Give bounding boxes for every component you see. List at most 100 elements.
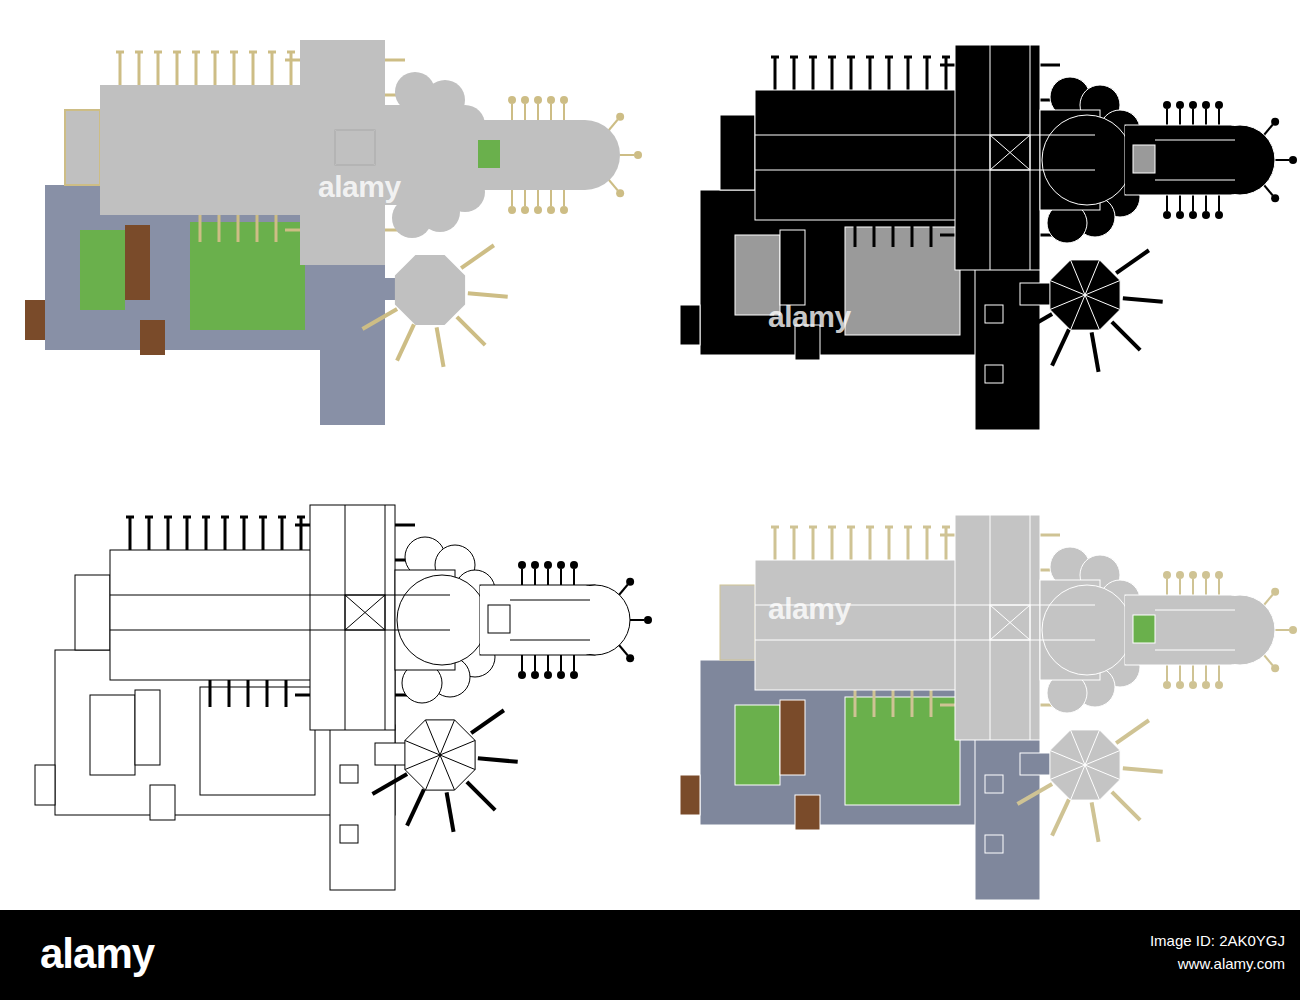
- footer-bar: [0, 910, 1300, 1000]
- buttress: [1123, 298, 1163, 301]
- transept: [310, 505, 395, 730]
- buttress: [940, 234, 955, 237]
- buttress: [1052, 329, 1069, 365]
- nave-line: [755, 170, 1095, 171]
- pier: [521, 206, 529, 214]
- brown-range: [780, 700, 805, 775]
- buttress: [209, 680, 212, 707]
- buttress: [873, 690, 876, 717]
- pier-link: [537, 190, 539, 206]
- pier: [1176, 101, 1184, 109]
- pier-link: [619, 645, 628, 656]
- buttress: [126, 516, 134, 519]
- transept: [300, 40, 385, 265]
- nave-line: [110, 595, 450, 596]
- pier-link: [1218, 665, 1220, 681]
- buttress: [372, 774, 407, 794]
- buttress: [281, 517, 284, 550]
- buttress: [790, 526, 798, 529]
- buttress: [240, 516, 248, 519]
- buttress: [907, 527, 910, 560]
- pier: [1202, 681, 1210, 689]
- buttress: [300, 517, 303, 550]
- nave: [110, 550, 315, 680]
- buttress: [869, 57, 872, 90]
- vault-rib: [1070, 260, 1085, 295]
- pier-link: [1179, 109, 1181, 125]
- room: [985, 835, 1003, 853]
- vault-rib: [1050, 765, 1085, 780]
- pier-link: [609, 120, 618, 131]
- chapter-house: [395, 255, 465, 325]
- buttress: [233, 52, 236, 85]
- buttress: [812, 57, 815, 90]
- pier: [1271, 194, 1279, 202]
- pier-link: [1166, 109, 1168, 125]
- pier-link: [563, 190, 565, 206]
- apse: [1042, 115, 1132, 205]
- pier-link: [620, 154, 634, 156]
- room: [330, 300, 348, 318]
- lady-chapel: [1125, 125, 1240, 195]
- buttress: [1040, 64, 1060, 67]
- brown-block: [25, 300, 45, 340]
- buttress: [793, 57, 796, 90]
- floor-plan: [680, 45, 1297, 430]
- pier-link: [547, 569, 549, 585]
- buttress: [926, 57, 929, 90]
- small-garth: [90, 695, 135, 775]
- pier: [560, 96, 568, 104]
- buttress: [285, 680, 288, 707]
- buttress: [771, 526, 779, 529]
- pier-link: [1192, 665, 1194, 681]
- pier-link: [511, 104, 513, 120]
- pier-link: [1218, 109, 1220, 125]
- buttress: [176, 52, 179, 85]
- floor-plan: [680, 515, 1297, 900]
- brown-block: [680, 305, 700, 345]
- buttress: [866, 526, 874, 529]
- cloister-garth: [845, 697, 960, 805]
- buttress: [945, 57, 948, 90]
- buttress: [129, 517, 132, 550]
- buttress: [116, 51, 124, 54]
- buttress: [154, 51, 162, 54]
- buttress: [809, 56, 817, 59]
- buttress: [461, 245, 494, 268]
- buttress: [809, 526, 817, 529]
- pier: [1189, 101, 1197, 109]
- buttress: [831, 527, 834, 560]
- buttress: [278, 516, 286, 519]
- crossing-x: [345, 595, 385, 630]
- west-towers: [720, 115, 755, 190]
- buttress: [262, 517, 265, 550]
- buttress: [395, 524, 415, 527]
- vault-rib: [1085, 765, 1100, 800]
- crossing: [345, 595, 385, 630]
- vault-rib: [440, 755, 455, 790]
- floor-plan: [35, 505, 652, 890]
- buttress: [249, 51, 257, 54]
- pier-link: [550, 104, 552, 120]
- buttress: [157, 52, 160, 85]
- west-towers: [75, 575, 110, 650]
- vault-rib: [1050, 295, 1085, 310]
- vault-rib: [405, 755, 440, 770]
- buttress: [1017, 784, 1052, 804]
- chapel-line: [1155, 140, 1235, 141]
- buttress: [1017, 314, 1052, 334]
- buttress: [192, 51, 200, 54]
- pier-link: [1275, 159, 1289, 161]
- buttress: [940, 704, 955, 707]
- pier-link: [1166, 579, 1168, 595]
- lady-chapel-fill: [1125, 126, 1237, 194]
- buttress: [1112, 322, 1140, 350]
- shrine: [478, 140, 500, 168]
- pier-link: [1275, 629, 1289, 631]
- buttress: [471, 710, 504, 733]
- buttress: [218, 215, 221, 242]
- pier-link: [1218, 579, 1220, 595]
- pier-link: [1205, 665, 1207, 681]
- buttress: [892, 690, 895, 717]
- watermark: alamy: [318, 170, 401, 204]
